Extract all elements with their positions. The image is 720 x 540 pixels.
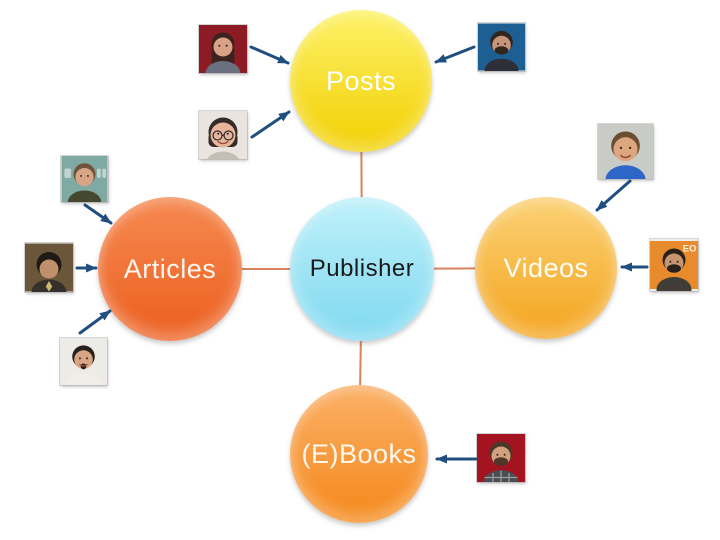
photo-articles-contributor-2	[25, 243, 73, 292]
svg-text:EO: EO	[683, 244, 697, 255]
node-ebooks: (E)Books	[290, 385, 428, 523]
photo-posts-contributor-1	[199, 25, 247, 73]
photo-videos-contributor-2: EO	[650, 239, 698, 291]
node-label-ebooks: (E)Books	[301, 438, 417, 469]
photo-posts-contributor-3	[478, 23, 525, 71]
node-label-publisher: Publisher	[309, 255, 415, 282]
node-videos: Videos	[475, 197, 617, 339]
node-publisher: Publisher	[290, 197, 434, 341]
node-label-videos: Videos	[503, 252, 589, 283]
node-posts: Posts	[290, 10, 432, 152]
photo-articles-contributor-3	[60, 338, 107, 385]
node-articles: Articles	[98, 197, 242, 341]
photo-articles-contributor-1	[61, 156, 108, 202]
photo-ebooks-contributor-1	[477, 434, 525, 482]
photo-videos-contributor-1	[598, 124, 653, 179]
photo-posts-contributor-2	[199, 111, 247, 159]
node-label-articles: Articles	[123, 253, 217, 284]
node-label-posts: Posts	[325, 65, 397, 96]
